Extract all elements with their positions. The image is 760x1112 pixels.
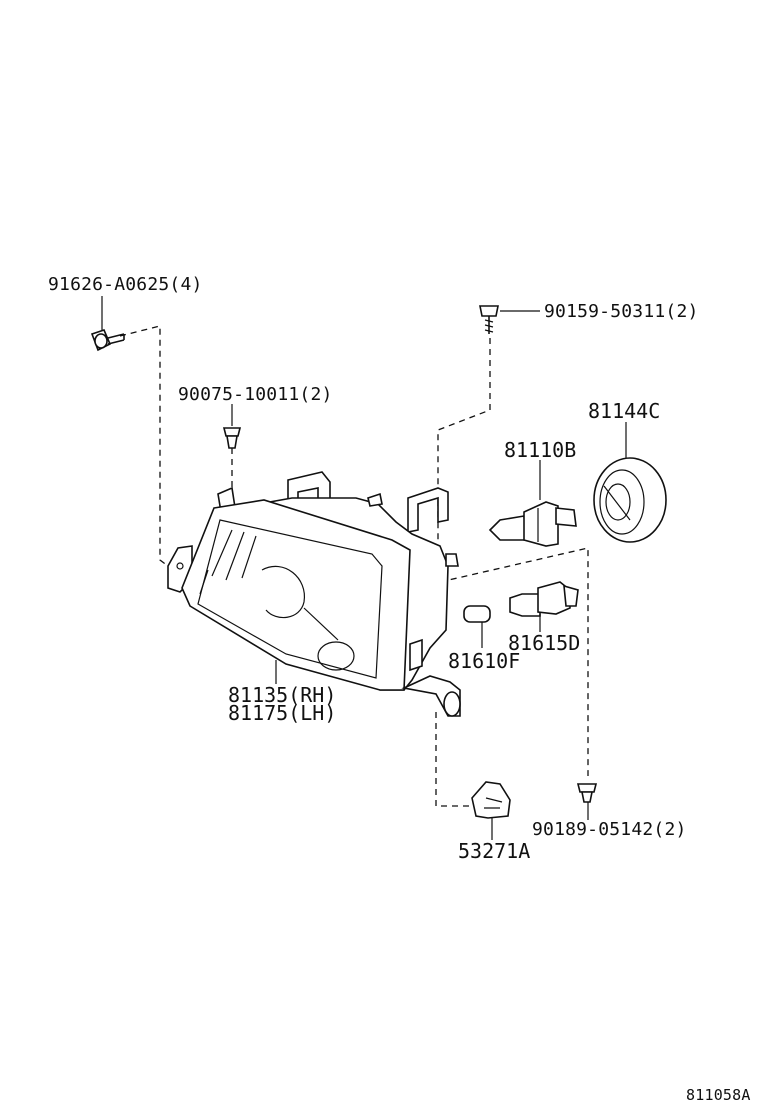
adjuster-label: 53271A [458, 839, 530, 863]
bulb-h4-label: 81110B [504, 438, 576, 462]
bulb-h4-part [488, 460, 577, 547]
headlamp-rh-label: 81135(RH) [228, 683, 336, 707]
bolt-label: 91626-A0625(4) [48, 274, 203, 295]
part-labels: 91626-A0625(4) 90159-50311(2) 90075-1001… [48, 274, 751, 1104]
headlamp-lh-label: 81175(LH) [228, 701, 336, 725]
cover-part [593, 422, 667, 543]
assembly-guide-lines [119, 325, 589, 807]
clip-bottom-label: 90189-05142(2) [532, 819, 687, 840]
headlamp-housing [167, 471, 461, 717]
adjuster-part [471, 781, 511, 840]
clip-bottom-part [576, 783, 598, 820]
bulb-socket-part [509, 581, 579, 632]
clip-top-label: 90075-10011(2) [178, 384, 333, 405]
figure-id-label: 811058A [686, 1086, 751, 1104]
bolt-part [90, 296, 125, 352]
clip-top-part [222, 404, 242, 449]
screw-label: 90159-50311(2) [544, 301, 699, 322]
bulb-small-part [463, 605, 491, 648]
bulb-socket-label: 81615D [508, 631, 580, 655]
screw-part [479, 305, 540, 334]
cover-label: 81144C [588, 399, 660, 423]
bulb-small-label: 81610F [448, 649, 520, 673]
